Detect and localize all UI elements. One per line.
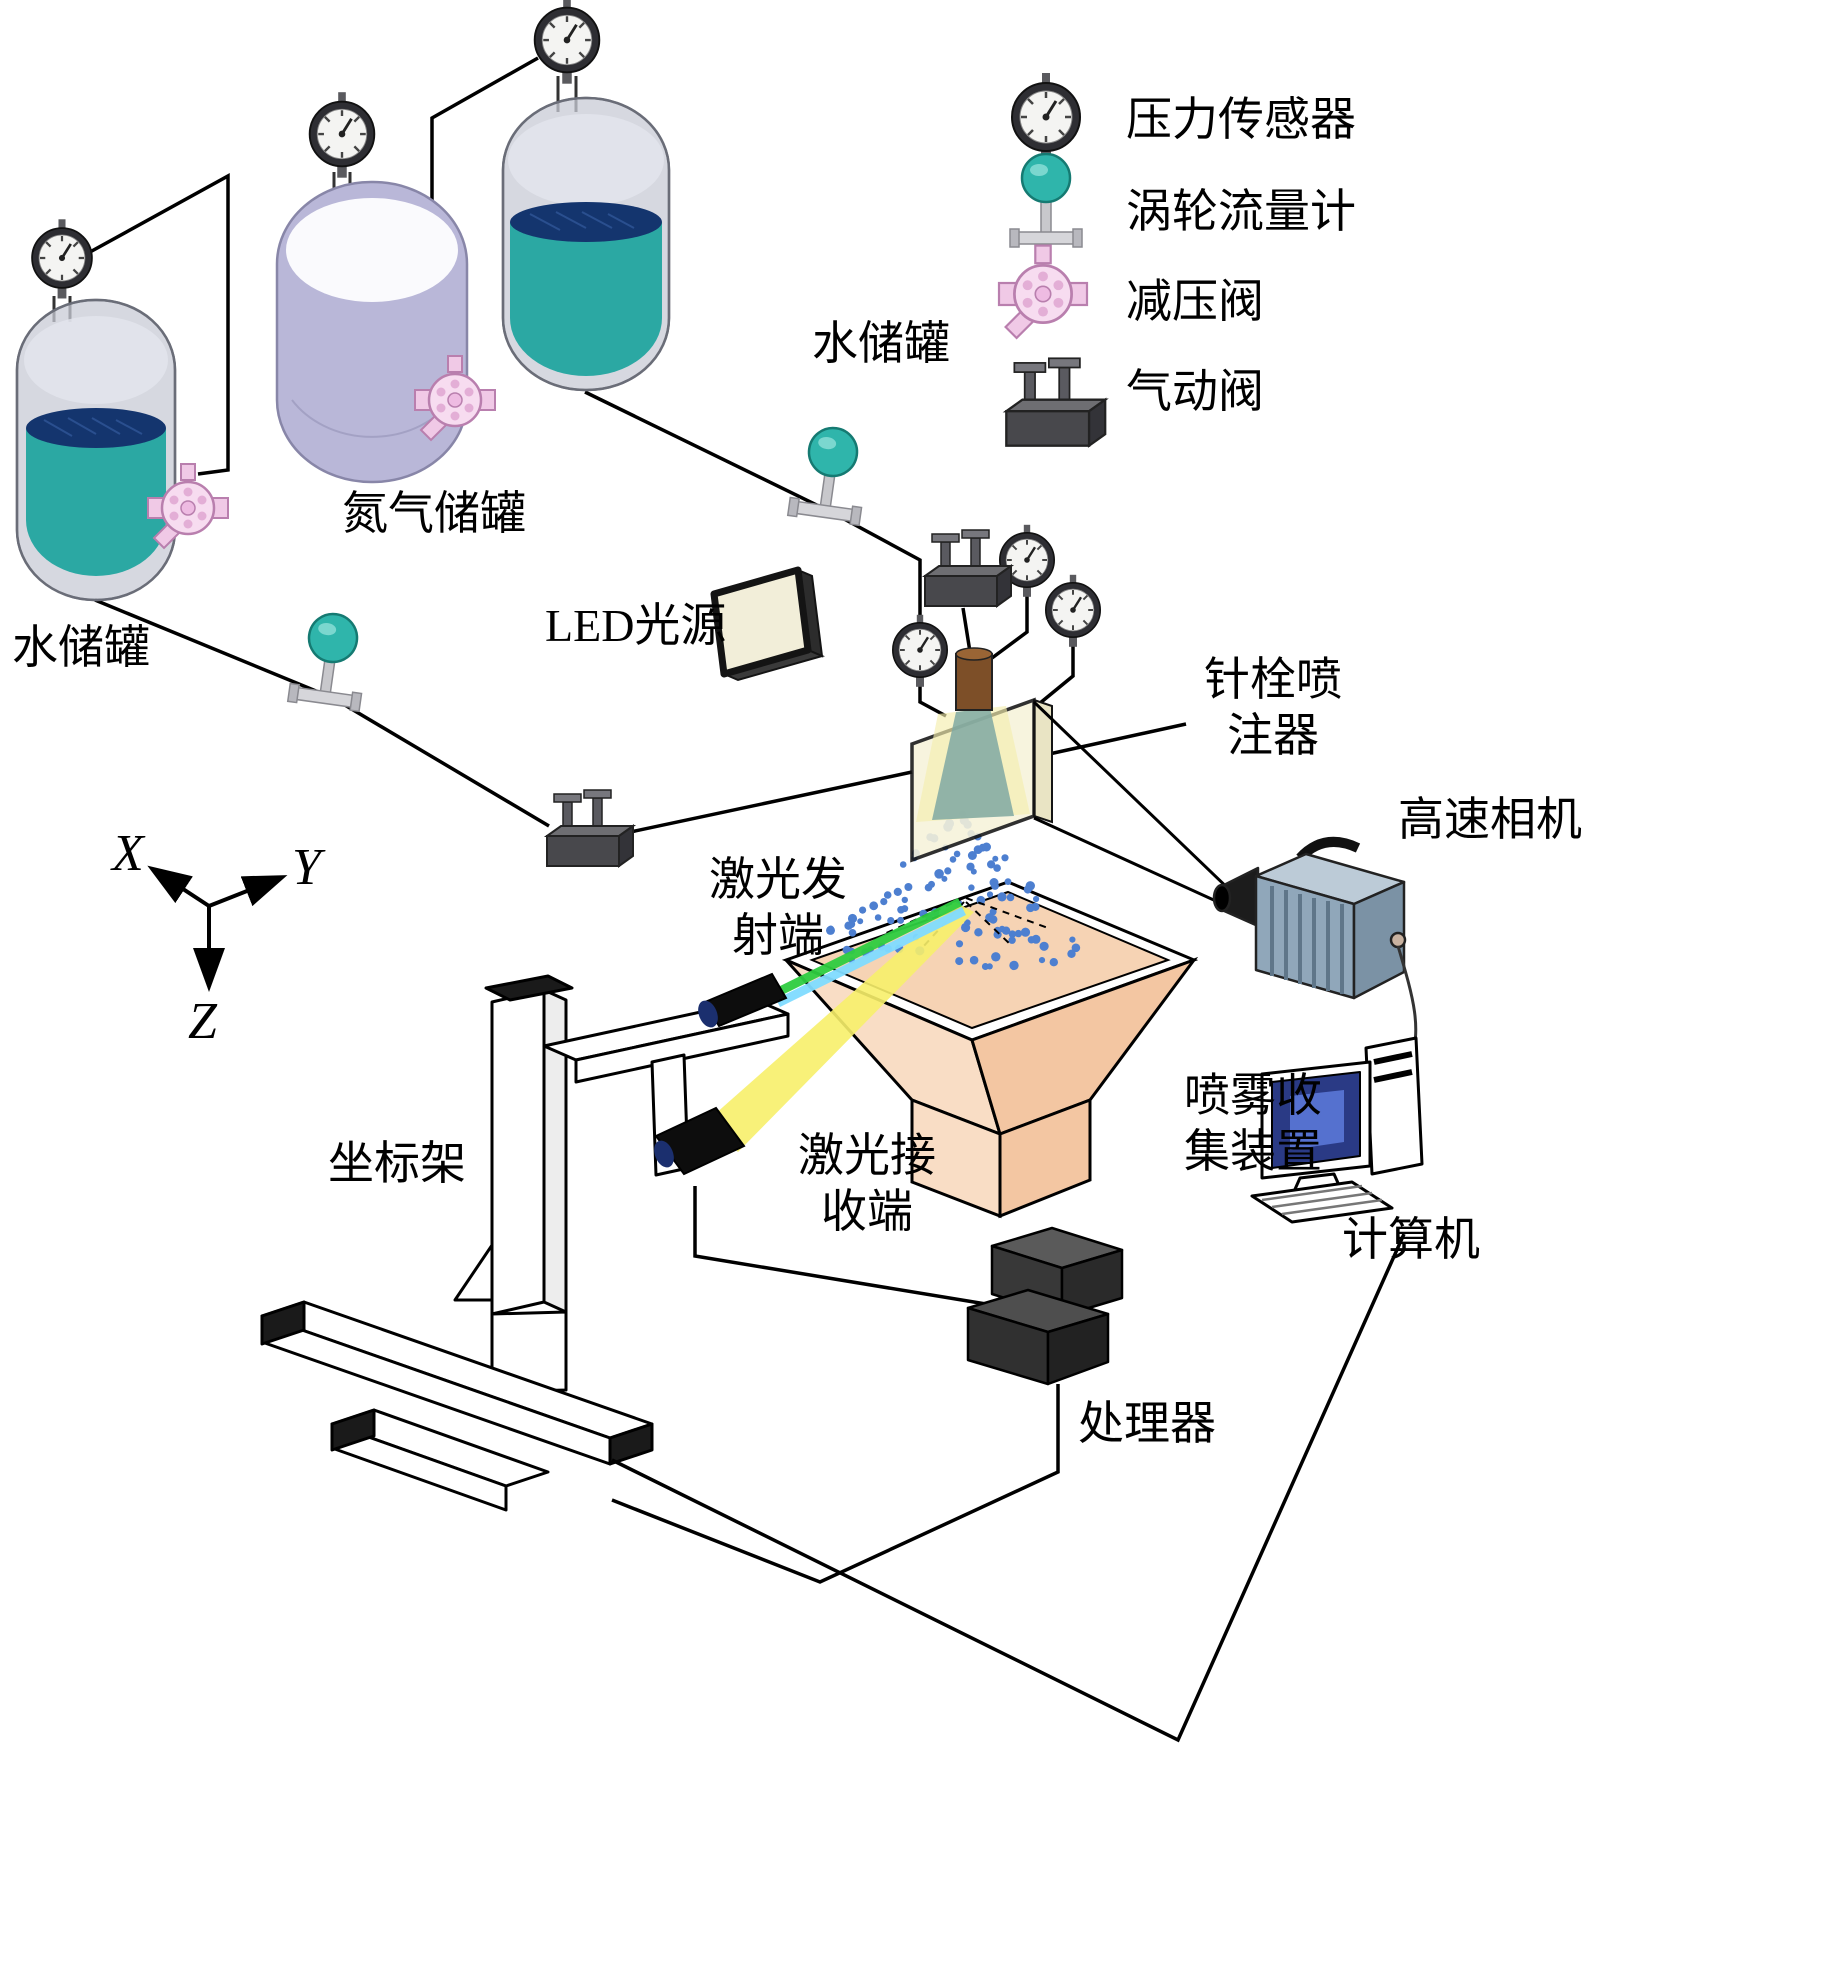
spray-collection-device — [781, 880, 1199, 1219]
turbine-flowmeter-left-line — [286, 607, 374, 713]
piping-lines — [89, 56, 1187, 836]
yellow-beam — [706, 902, 974, 1152]
water-tank-right — [501, 76, 671, 392]
pressure-gauge-water-right — [533, 0, 601, 86]
high-speed-camera — [1212, 837, 1418, 1065]
label-water-tank-left: 水储罐 — [12, 622, 150, 673]
legend-pneumatic-valve-icon — [1005, 357, 1107, 447]
pressure-gauge-nitrogen — [308, 90, 376, 180]
coordinate-frame — [260, 974, 790, 1512]
led-light-panel — [710, 566, 825, 682]
label-computer: 计算机 — [1342, 1214, 1480, 1265]
legend-flowmeter-icon — [1008, 152, 1084, 249]
laser-beams — [706, 898, 974, 1152]
camera-fov-lines — [1032, 700, 1241, 914]
turbine-flowmeter-right-line — [786, 421, 874, 527]
legend-reducing-valve-icon — [997, 244, 1089, 340]
label-axis-x: X — [112, 825, 144, 882]
pressure-gauge-water-left — [30, 217, 94, 300]
label-axis-z: Z — [188, 993, 217, 1050]
label-coordinate-frame: 坐标架 — [328, 1138, 466, 1189]
pressure-gauge-injector-right — [1044, 573, 1102, 648]
cyan-beam — [776, 907, 966, 1007]
label-spray-collector: 喷雾收 集装置 — [1184, 1070, 1322, 1178]
label-laser-emitter: 激光发 射端 — [709, 854, 847, 962]
pressure-gauge-injector-left — [891, 613, 949, 688]
computer — [1250, 1036, 1424, 1224]
pneumatic-valve-left-line — [546, 789, 634, 867]
green-beam — [772, 898, 962, 998]
legend-pressure-gauge-icon — [1010, 71, 1082, 165]
legend-label-turbine-flowmeter: 涡轮流量计 — [1126, 186, 1356, 237]
label-high-speed-camera: 高速相机 — [1398, 794, 1582, 845]
pintle-injector — [910, 647, 1053, 863]
label-laser-receiver: 激光接 收端 — [798, 1130, 936, 1238]
legend-label-pneumatic-valve: 气动阀 — [1126, 366, 1264, 417]
signal-lines — [611, 1186, 1406, 1743]
laser-emitter — [698, 972, 788, 1028]
label-nitrogen-tank: 氮气储罐 — [342, 488, 526, 539]
processor — [966, 1226, 1124, 1386]
label-water-tank-right: 水储罐 — [812, 318, 950, 369]
nitrogen-tank — [275, 172, 469, 484]
pneumatic-valve-injector — [924, 529, 1012, 607]
axes-indicator — [147, 865, 288, 992]
label-pintle-injector: 针栓喷 注器 — [1204, 654, 1342, 762]
legend-label-reducing-valve: 减压阀 — [1126, 276, 1264, 327]
label-processor: 处理器 — [1078, 1398, 1216, 1449]
laser-receiver — [654, 1106, 746, 1176]
label-axis-y: Y — [292, 839, 321, 896]
legend-label-pressure-sensor: 压力传感器 — [1126, 94, 1356, 145]
label-led-source: LED光源 — [545, 600, 727, 651]
legend — [997, 71, 1107, 447]
water-tank-left — [15, 296, 177, 602]
